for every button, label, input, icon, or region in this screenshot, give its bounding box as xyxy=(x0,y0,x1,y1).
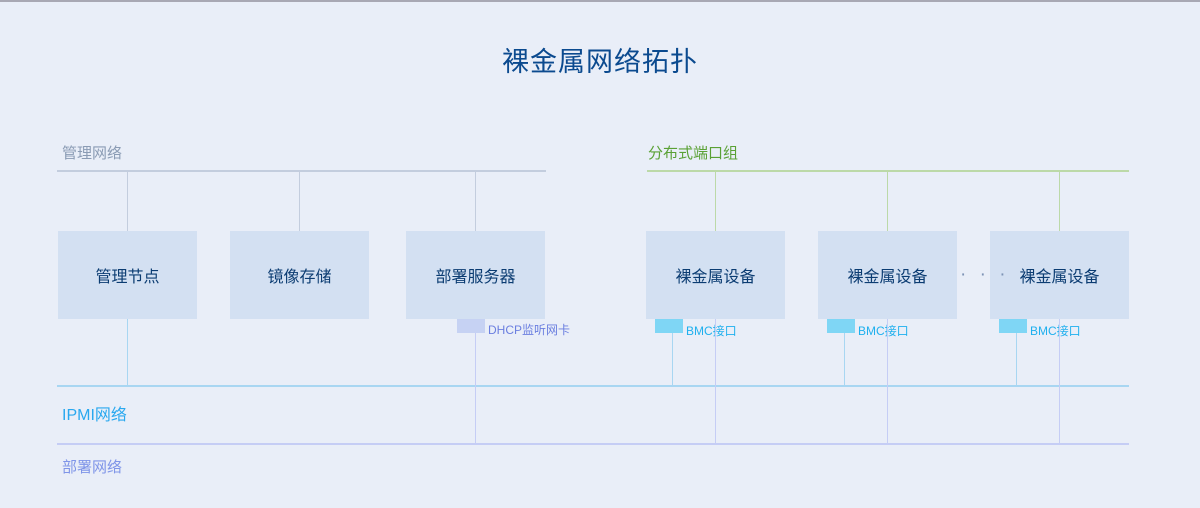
connector-mgmt-to-image-storage xyxy=(299,170,300,231)
connector-dpg-to-bare-metal-3 xyxy=(1059,170,1060,231)
node-management-node-label: 管理节点 xyxy=(95,269,160,286)
connector-deployment-server-to-deployment-network xyxy=(475,333,476,443)
node-image-storage-label: 镜像存储 xyxy=(267,269,332,286)
connector-dpg-to-bare-metal-1 xyxy=(715,170,716,231)
node-deployment-server[interactable]: 部署服务器 xyxy=(406,231,545,319)
connector-bare-metal-1-to-deployment-network xyxy=(715,319,716,443)
connector-bare-metal-3-to-deployment-network xyxy=(1059,319,1060,443)
connector-management-node-to-ipmi xyxy=(127,319,128,385)
node-bare-metal-1[interactable]: 裸金属设备 xyxy=(646,231,785,319)
distributed-port-group-label: 分布式端口组 xyxy=(648,145,739,162)
nic-dhcp-listener-label: DHCP监听网卡 xyxy=(488,323,571,337)
ipmi-network-label: IPMI网络 xyxy=(62,407,127,424)
nic-bmc-1-label: BMC接口 xyxy=(686,324,737,338)
node-management-node[interactable]: 管理节点 xyxy=(58,231,197,319)
connector-bare-metal-1-bmc-to-ipmi xyxy=(672,333,673,385)
node-image-storage[interactable]: 镜像存储 xyxy=(230,231,369,319)
nic-bmc-1[interactable] xyxy=(655,319,683,333)
deployment-network-label: 部署网络 xyxy=(62,459,123,476)
connector-mgmt-to-management-node xyxy=(127,170,128,231)
node-bare-metal-1-label: 裸金属设备 xyxy=(675,269,756,286)
connector-mgmt-to-deployment-server xyxy=(475,170,476,231)
node-bare-metal-2-label: 裸金属设备 xyxy=(847,269,928,286)
distributed-port-group-bus xyxy=(647,170,1129,172)
node-bare-metal-3-label: 裸金属设备 xyxy=(1019,269,1100,286)
connector-bare-metal-2-bmc-to-ipmi xyxy=(844,333,845,385)
page-title: 裸金属网络拓扑 xyxy=(502,47,698,77)
node-bare-metal-2[interactable]: 裸金属设备 xyxy=(818,231,957,319)
nic-bmc-3[interactable] xyxy=(999,319,1027,333)
management-network-bus xyxy=(57,170,546,172)
deployment-network-bus xyxy=(57,443,1129,445)
connector-dpg-to-bare-metal-2 xyxy=(887,170,888,231)
node-bare-metal-3[interactable]: 裸金属设备 xyxy=(990,231,1129,319)
nic-bmc-3-label: BMC接口 xyxy=(1030,324,1081,338)
management-network-label: 管理网络 xyxy=(62,145,123,162)
ipmi-network-bus xyxy=(57,385,1129,387)
connector-bare-metal-2-to-deployment-network xyxy=(887,319,888,443)
devices-ellipsis: · · · xyxy=(960,264,1010,285)
node-deployment-server-label: 部署服务器 xyxy=(435,269,516,286)
connector-bare-metal-3-bmc-to-ipmi xyxy=(1016,333,1017,385)
nic-bmc-2-label: BMC接口 xyxy=(858,324,909,338)
nic-dhcp-listener[interactable] xyxy=(457,319,485,333)
nic-bmc-2[interactable] xyxy=(827,319,855,333)
